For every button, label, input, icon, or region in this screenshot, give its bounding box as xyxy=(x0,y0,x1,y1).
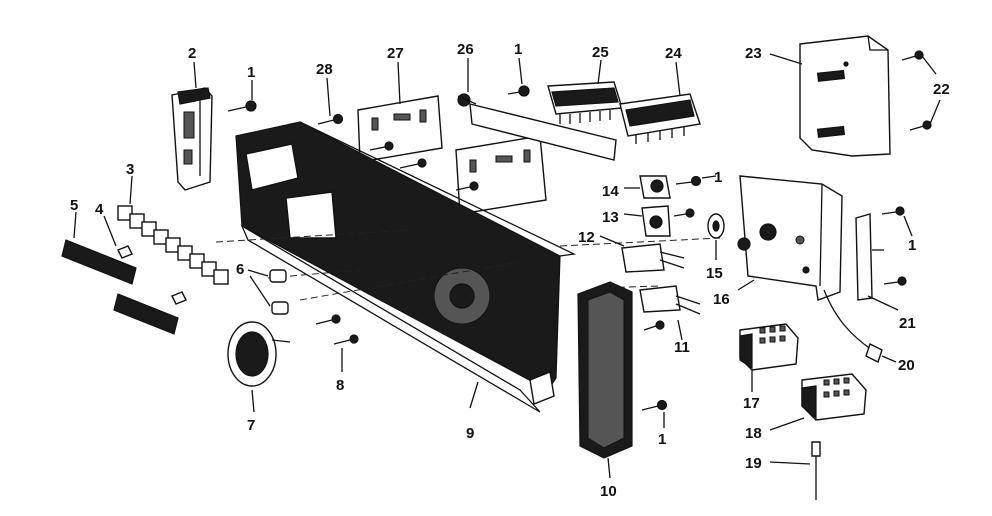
callout-18: 18 xyxy=(745,425,762,442)
part-1-screw-d xyxy=(881,206,907,286)
part-28-screw xyxy=(317,113,344,125)
callout-1: 1 xyxy=(658,431,666,448)
callout-7: 7 xyxy=(247,417,255,434)
part-4-clips xyxy=(117,245,187,305)
part-27-mounting-plates xyxy=(357,95,547,215)
part-14-clamp xyxy=(639,175,671,199)
callout-14: 14 xyxy=(602,183,619,200)
callout-15: 15 xyxy=(706,265,723,282)
part-26-rail xyxy=(457,93,617,161)
callout-10: 10 xyxy=(600,483,617,500)
callout-2: 2 xyxy=(188,45,196,62)
callout-20: 20 xyxy=(898,357,915,374)
part-11-terminal xyxy=(639,285,701,331)
callout-26: 26 xyxy=(457,41,474,58)
part-17-terminal-block xyxy=(739,323,799,371)
callout-9: 9 xyxy=(466,425,474,442)
part-1-screw-c xyxy=(675,175,702,187)
callout-19: 19 xyxy=(745,455,762,472)
callout-17: 17 xyxy=(743,395,760,412)
callout-25: 25 xyxy=(592,44,609,61)
callout-13: 13 xyxy=(602,209,619,226)
part-21-bracket xyxy=(855,213,884,301)
part-8-screws xyxy=(315,314,359,345)
part-18-terminal-block xyxy=(801,373,867,421)
callout-3: 3 xyxy=(126,161,134,178)
callout-labels: 2 1 28 27 26 1 25 24 23 22 3 5 4 14 1 13… xyxy=(70,41,950,500)
callout-23: 23 xyxy=(745,45,762,62)
part-12-terminal xyxy=(621,243,685,273)
callout-16: 16 xyxy=(713,291,730,308)
part-1-screw-e xyxy=(641,399,668,411)
part-13-clamp xyxy=(641,205,695,237)
part-1-screw-a xyxy=(227,100,257,112)
plate-screws xyxy=(369,141,479,191)
callout-12: 12 xyxy=(578,229,595,246)
callout-5: 5 xyxy=(70,197,78,214)
callout-27: 27 xyxy=(387,45,404,62)
callout-1: 1 xyxy=(714,169,722,186)
part-9-control-panel xyxy=(235,121,577,413)
callout-28: 28 xyxy=(316,61,333,78)
part-1-screw-b xyxy=(507,85,530,97)
part-7-control-knob xyxy=(227,321,291,387)
part-24-connector xyxy=(619,93,701,144)
callout-11: 11 xyxy=(674,339,690,356)
part-22-screws xyxy=(901,50,932,131)
callout-1: 1 xyxy=(908,237,916,254)
part-6-small-knobs xyxy=(269,269,289,315)
part-20-cable xyxy=(823,289,883,363)
part-3-keypad-buttons xyxy=(117,205,229,285)
callout-1: 1 xyxy=(247,64,255,81)
callout-4: 4 xyxy=(95,201,104,218)
callout-6: 6 xyxy=(236,261,244,278)
part-5-button-strips xyxy=(61,239,179,335)
part-2-side-bracket xyxy=(171,87,213,191)
callout-22: 22 xyxy=(933,81,950,98)
callout-1: 1 xyxy=(514,41,522,58)
part-16-timer-box xyxy=(737,175,843,301)
callout-24: 24 xyxy=(665,45,682,62)
part-23-cover xyxy=(799,35,891,157)
part-10-side-trim xyxy=(577,281,633,459)
callout-21: 21 xyxy=(899,315,916,332)
part-19-lead xyxy=(811,441,821,500)
callout-8: 8 xyxy=(336,377,344,394)
part-15-plug xyxy=(707,213,725,239)
part-25-connector xyxy=(547,81,623,124)
